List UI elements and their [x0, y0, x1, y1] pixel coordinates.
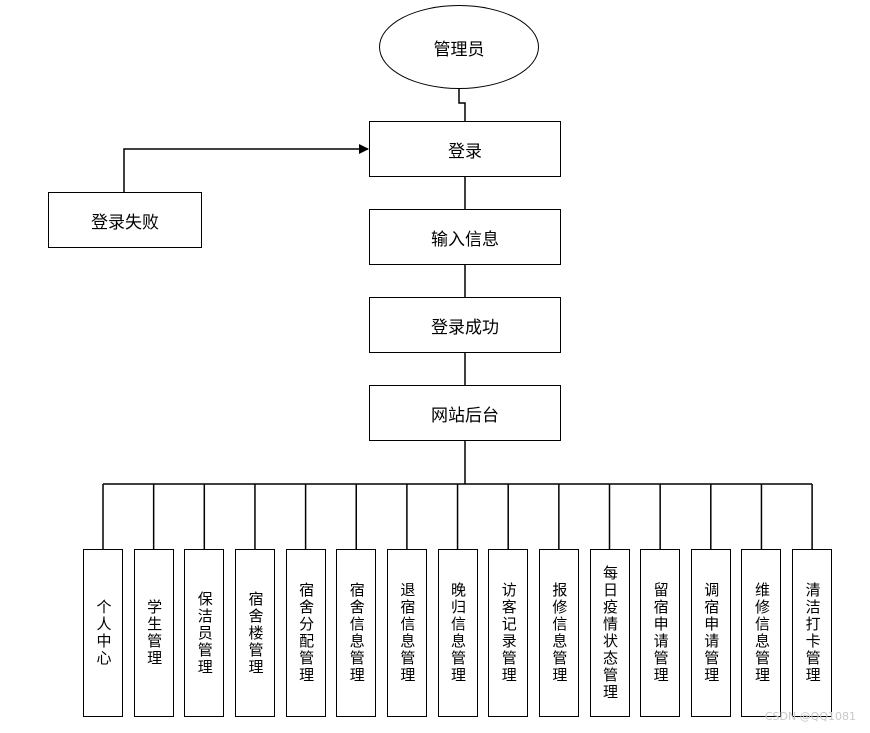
backend-box: 网站后台 [369, 385, 561, 441]
module-box: 每日疫情状态管理 [589, 549, 630, 717]
input-info-box: 输入信息 [369, 209, 561, 265]
module-label: 学生管理 [145, 599, 164, 667]
module-box: 访客记录管理 [488, 549, 529, 717]
input-info-label: 输入信息 [431, 229, 499, 250]
failure-box: 登录失败 [48, 192, 202, 248]
module-label: 退宿信息管理 [398, 582, 417, 684]
module-label: 保洁员管理 [195, 590, 214, 676]
module-label: 留宿申请管理 [651, 582, 670, 684]
connector-root-login [458, 89, 466, 121]
login-success-box: 登录成功 [369, 297, 561, 353]
module-label: 调宿申请管理 [702, 582, 721, 684]
module-box: 退宿信息管理 [386, 549, 427, 717]
module-box: 报修信息管理 [538, 549, 579, 717]
module-label: 晚归信息管理 [449, 582, 468, 684]
module-box: 留宿申请管理 [640, 549, 681, 717]
failure-label: 登录失败 [91, 212, 159, 233]
watermark: CSDN @QQ1081 [764, 710, 856, 723]
module-box: 宿舍分配管理 [285, 549, 326, 717]
module-box: 维修信息管理 [741, 549, 782, 717]
module-label: 报修信息管理 [550, 582, 569, 684]
module-box: 晚归信息管理 [437, 549, 478, 717]
connector-failure-login [123, 144, 369, 192]
backend-label: 网站后台 [431, 405, 499, 426]
login-success-label: 登录成功 [431, 317, 499, 338]
module-box: 个人中心 [83, 549, 123, 717]
module-label: 个人中心 [94, 599, 113, 667]
module-label: 清洁打卡管理 [803, 582, 822, 684]
login-label: 登录 [448, 141, 482, 162]
login-box: 登录 [369, 121, 561, 177]
module-label: 宿舍楼管理 [246, 590, 265, 676]
module-label: 宿舍分配管理 [297, 582, 316, 684]
module-box: 调宿申请管理 [690, 549, 731, 717]
admin-label: 管理员 [433, 39, 485, 60]
module-label: 每日疫情状态管理 [601, 565, 619, 701]
module-label: 维修信息管理 [752, 582, 771, 684]
module-box: 学生管理 [133, 549, 174, 717]
module-box: 保洁员管理 [184, 549, 225, 717]
module-label: 访客记录管理 [499, 582, 518, 684]
module-box: 宿舍楼管理 [234, 549, 275, 717]
module-label: 宿舍信息管理 [347, 582, 366, 684]
admin-ellipse: 管理员 [379, 5, 539, 89]
module-box: 宿舍信息管理 [336, 549, 377, 717]
module-box: 清洁打卡管理 [792, 549, 833, 717]
